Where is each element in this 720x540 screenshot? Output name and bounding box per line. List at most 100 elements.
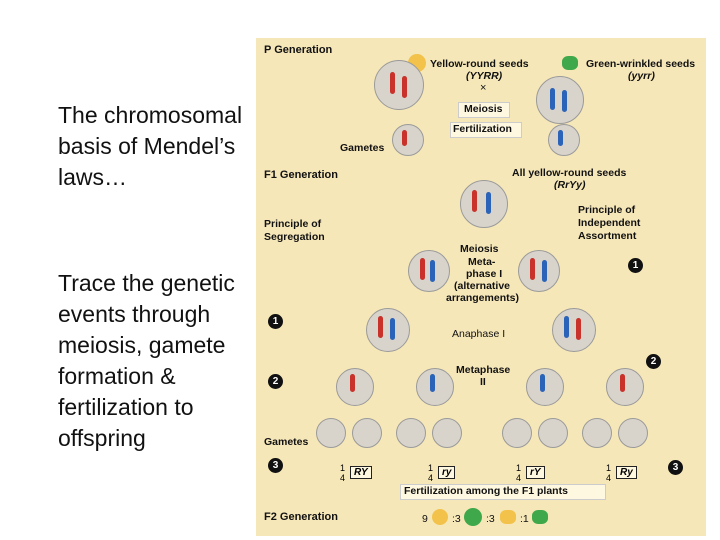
step-2-marker-right: 2	[646, 354, 661, 369]
fraction-1-num: 1	[340, 463, 346, 473]
cell-icon	[460, 180, 508, 228]
gamete-genotype-ry: ry	[438, 466, 456, 479]
cell-icon	[316, 418, 346, 448]
chromosome-icon	[390, 318, 395, 340]
ratio-3b: :3	[486, 513, 495, 525]
chromosome-icon	[542, 260, 547, 282]
chromosome-icon	[576, 318, 581, 340]
chromosome-icon	[550, 88, 555, 110]
chromosome-icon	[564, 316, 569, 338]
chromosome-icon	[350, 374, 355, 392]
chromosome-icon	[420, 258, 425, 280]
step-3-marker-right: 3	[668, 460, 683, 475]
cell-icon	[408, 250, 450, 292]
step-1-marker-left: 1	[268, 314, 283, 329]
cell-icon	[396, 418, 426, 448]
metaphase-1-label-b: phase I	[466, 268, 503, 280]
cell-icon	[548, 124, 580, 156]
yellow-wrinkled-seed-icon	[500, 510, 516, 524]
all-yellow-round-label: All yellow-round seeds	[512, 167, 627, 179]
fertilization-label: Fertilization	[453, 123, 512, 135]
fraction-3-num: 1	[516, 463, 522, 473]
fertilization-f1-label: Fertilization among the F1 plants	[404, 485, 568, 497]
metaphase-1-label-a: Meta-	[468, 256, 496, 268]
chromosome-icon	[620, 374, 625, 392]
fraction-4-den: 4	[606, 473, 612, 483]
chromosome-icon	[402, 130, 407, 146]
gamete-genotype-rY: rY	[526, 466, 545, 479]
yellow-round-genotype: (YYRR)	[466, 70, 503, 82]
chromosome-icon	[390, 72, 395, 94]
fertilization-f1-box	[400, 484, 606, 500]
ratio-3a: :3	[452, 513, 461, 525]
anaphase-1-label: Anaphase I	[452, 328, 506, 340]
meiosis-label: Meiosis	[464, 103, 503, 115]
chromosome-icon	[486, 192, 491, 214]
f2-band: F2 Generation 9 :3 :3 :1	[256, 505, 706, 535]
cross-symbol: ×	[480, 82, 487, 94]
metaphase-2-label-a: Metaphase	[456, 364, 511, 376]
green-wrinkled-seed-icon	[562, 56, 578, 70]
yellow-round-label: Yellow-round seeds	[430, 58, 529, 70]
fraction-3-den: 4	[516, 473, 522, 483]
yellow-round-seed-icon	[432, 509, 448, 525]
alternative-label-1: (alternative	[454, 280, 511, 292]
cell-icon	[374, 60, 424, 110]
step-1-marker-right: 1	[628, 258, 643, 273]
p-generation-label: P Generation	[264, 44, 333, 56]
chromosome-icon	[402, 76, 407, 98]
chromosome-icon	[562, 90, 567, 112]
cell-icon	[526, 368, 564, 406]
cell-icon	[518, 250, 560, 292]
gametes-label: Gametes	[340, 142, 385, 154]
fraction-1-den: 4	[340, 473, 346, 483]
cell-icon	[552, 308, 596, 352]
all-yellow-round-genotype: (RrYy)	[554, 179, 586, 191]
f2-generation-label: F2 Generation	[264, 511, 338, 523]
step-3-marker-left: 3	[268, 458, 283, 473]
principle-independent-label-1: Principle of	[578, 204, 636, 216]
cell-icon	[336, 368, 374, 406]
gamete-genotype-RY: RY	[350, 466, 372, 479]
gametes-label-2: Gametes	[264, 436, 309, 448]
green-round-seed-icon	[464, 508, 482, 526]
chromosome-icon	[558, 130, 563, 146]
principle-independent-label-3: Assortment	[578, 230, 637, 242]
alternative-label-2: arrangements)	[446, 292, 519, 304]
ratio-9: 9	[422, 513, 428, 525]
green-wrinkled-seed-icon	[532, 510, 548, 524]
cell-icon	[502, 418, 532, 448]
cell-icon	[432, 418, 462, 448]
fraction-2-num: 1	[428, 463, 434, 473]
green-wrinkled-label: Green-wrinkled seeds	[586, 58, 696, 70]
meiosis-box	[458, 102, 510, 118]
slide-trace-text: Trace the genetic events through meiosis…	[58, 270, 235, 451]
chromosome-icon	[540, 374, 545, 392]
f1-generation-label: F1 Generation	[264, 169, 338, 181]
fraction-4-num: 1	[606, 463, 612, 473]
cell-icon	[392, 124, 424, 156]
principle-independent-label-2: Independent	[578, 217, 641, 229]
cell-icon	[606, 368, 644, 406]
slide-intro-text: The chromosomal basis of Mendel’s laws…	[58, 102, 243, 190]
cell-icon	[582, 418, 612, 448]
chromosome-icon	[472, 190, 477, 212]
green-wrinkled-genotype: (yyrr)	[628, 70, 655, 82]
ratio-1: :1	[520, 513, 529, 525]
meiosis-label-2: Meiosis	[460, 243, 499, 255]
chromosome-icon	[430, 374, 435, 392]
chromosome-icon	[530, 258, 535, 280]
metaphase-2-label-b: II	[480, 376, 486, 388]
cell-icon	[366, 308, 410, 352]
cell-icon	[416, 368, 454, 406]
cell-icon	[536, 76, 584, 124]
cell-icon	[352, 418, 382, 448]
chromosome-icon	[378, 316, 383, 338]
principle-segregation-label-1: Principle of	[264, 218, 322, 230]
cell-icon	[618, 418, 648, 448]
principle-segregation-label-2: Segregation	[264, 231, 325, 243]
gamete-genotype-Ry: Ry	[616, 466, 637, 479]
fraction-2-den: 4	[428, 473, 434, 483]
fertilization-box	[450, 122, 522, 138]
chromosome-icon	[430, 260, 435, 282]
